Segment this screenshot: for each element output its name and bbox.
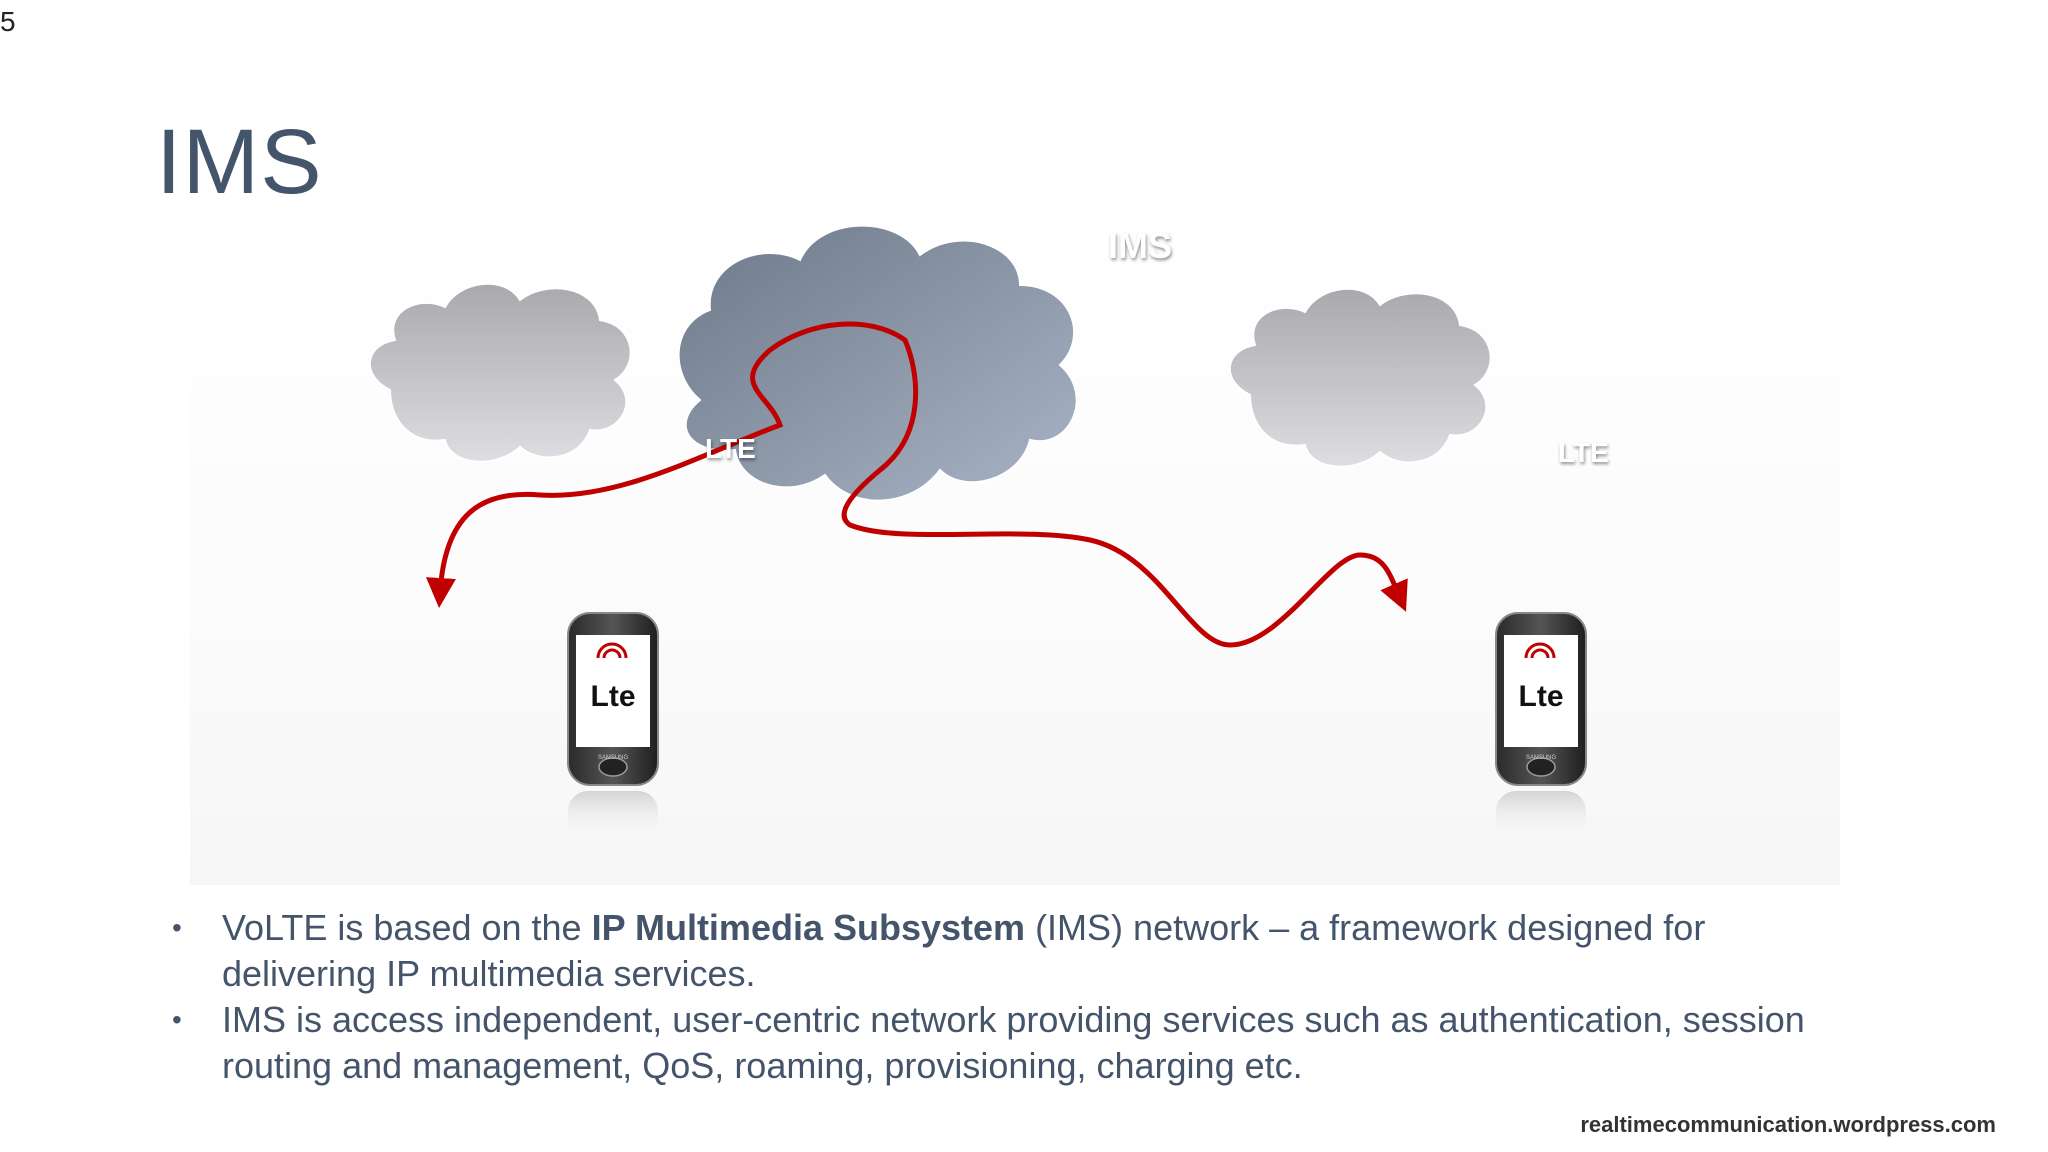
lte-cloud-right	[1230, 289, 1491, 467]
bullet-text: VoLTE is based on the	[222, 907, 592, 948]
bullet-bold-text: IP Multimedia Subsystem	[592, 907, 1025, 948]
phone-left-logo: Lte	[585, 680, 641, 714]
lte-right-label: LTE	[1558, 437, 1609, 469]
phone-left-brand: SAMSUNG	[582, 755, 644, 761]
bullet-list: • VoLTE is based on the IP Multimedia Su…	[170, 905, 1850, 1089]
phone-right-brand: SAMSUNG	[1510, 755, 1572, 761]
ims-diagram: IMS LTE LTE Lte Lte SAMSUNG SAMSUNG	[190, 225, 1840, 885]
slide-title: IMS	[156, 110, 323, 215]
source-credit: realtimecommunication.wordpress.com	[1580, 1112, 1996, 1138]
phone-right-logo: Lte	[1513, 680, 1569, 714]
bullet-item: • VoLTE is based on the IP Multimedia Su…	[170, 905, 1850, 997]
bullet-text: IMS is access independent, user-centric …	[222, 999, 1805, 1086]
lte-left-label: LTE	[705, 433, 756, 465]
bullet-dot: •	[172, 997, 182, 1043]
bullet-dot: •	[172, 905, 182, 951]
slide-number: 5	[0, 6, 16, 38]
phone-left	[568, 613, 658, 841]
diagram-svg	[190, 225, 1840, 885]
phone-right	[1496, 613, 1586, 841]
ims-cloud-label: IMS	[1108, 225, 1172, 267]
lte-cloud-left	[370, 284, 631, 462]
bullet-item: • IMS is access independent, user-centri…	[170, 997, 1850, 1089]
